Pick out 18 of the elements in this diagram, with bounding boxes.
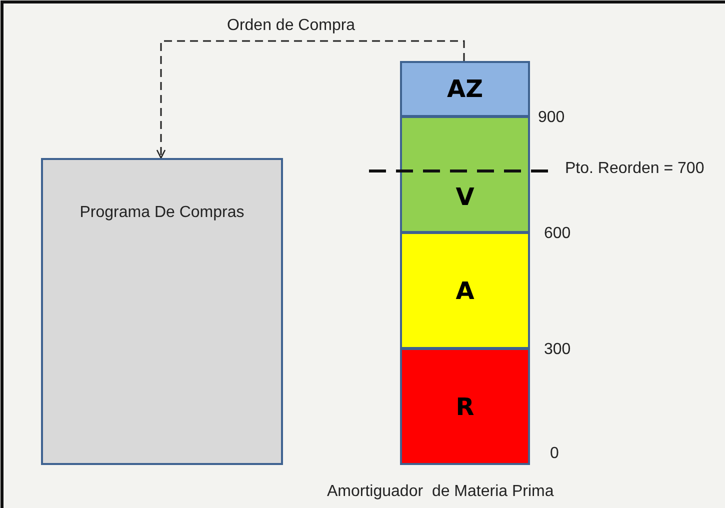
box-label: Programa De Compras: [78, 204, 246, 222]
scale-value: 0: [550, 445, 559, 463]
buffer-zone-band: [400, 232, 530, 349]
caption: Amortiguador de Materia Prima: [327, 483, 554, 501]
dashed-arrow: [156, 40, 465, 159]
scale-value: 300: [544, 341, 571, 359]
scale-value: 900: [538, 109, 565, 127]
edge-label: Orden de Compra: [225, 17, 358, 35]
zone-label: A: [456, 276, 474, 304]
scale-value: 600: [544, 225, 571, 243]
zone-label: V: [456, 182, 474, 210]
zone-label: AZ: [447, 75, 483, 103]
buffer-zone-band: [400, 61, 530, 117]
buffer-zone-band: [400, 348, 530, 465]
reorder-point-label: Pto. Reorden = 700: [565, 160, 704, 178]
zone-label: R: [456, 392, 474, 420]
process-box: [41, 158, 283, 465]
buffer-zone-band: [400, 116, 530, 233]
